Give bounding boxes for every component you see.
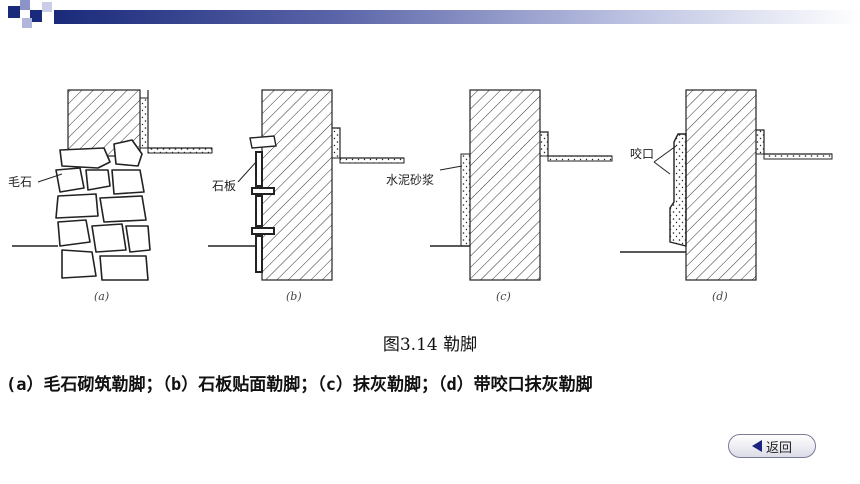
figure-title: 图3.14 勒脚 bbox=[382, 335, 478, 355]
label-mortar: 水泥砂浆 bbox=[386, 172, 434, 187]
label-rubble: 毛石 bbox=[8, 175, 32, 189]
sub-label-a: (a) bbox=[94, 290, 109, 303]
sub-label-d: (d) bbox=[712, 290, 728, 303]
label-slab: 石板 bbox=[212, 179, 236, 193]
diagram-d: 咬口 (d) bbox=[620, 89, 833, 303]
back-button[interactable]: 返回 bbox=[728, 434, 816, 458]
figure-caption: (a）毛石砌筑勒脚；（b）石板贴面勒脚；（c）抹灰勒脚；（d）带咬口抹灰勒脚 bbox=[6, 375, 593, 395]
back-arrow-icon bbox=[751, 440, 762, 452]
diagram-a: 毛石 (a) bbox=[8, 89, 213, 303]
back-button-label: 返回 bbox=[765, 440, 792, 456]
label-bite: 咬口 bbox=[630, 146, 654, 161]
sub-label-b: (b) bbox=[286, 290, 302, 303]
header-decoration bbox=[0, 0, 860, 30]
diagram-b: 石板 (b) bbox=[208, 89, 405, 303]
plinth-diagram: 毛石 (a) 石板 (b) 水泥砂浆 (c) bbox=[8, 89, 833, 303]
sub-label-c: (c) bbox=[496, 290, 511, 303]
diagram-c: 水泥砂浆 (c) bbox=[386, 89, 613, 303]
